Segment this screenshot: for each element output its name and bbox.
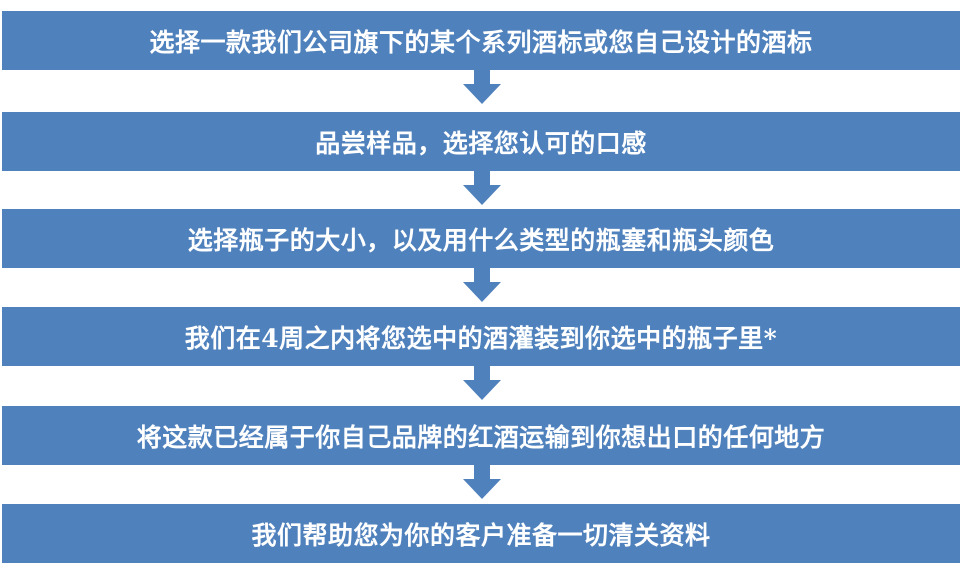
step-3-box: 选择瓶子的大小，以及用什么类型的瓶塞和瓶头颜色 — [2, 209, 960, 268]
step-6-label: 我们帮助您为你的客户准备一切清关资料 — [251, 520, 711, 550]
step-5-box: 将这款已经属于你自己品牌的红酒运输到你想出口的任何地方 — [2, 406, 960, 465]
step-1-box: 选择一款我们公司旗下的某个系列酒标或您自己设计的酒标 — [2, 11, 960, 70]
step-5-label: 将这款已经属于你自己品牌的红酒运输到你想出口的任何地方 — [136, 422, 826, 452]
step-6-box: 我们帮助您为你的客户准备一切清关资料 — [2, 504, 960, 563]
step-1-label: 选择一款我们公司旗下的某个系列酒标或您自己设计的酒标 — [149, 27, 813, 57]
step-4-label: 我们在4周之内将您选中的酒灌装到你选中的瓶子里* — [184, 323, 778, 353]
down-arrow-icon — [463, 70, 501, 104]
step-2-label: 品尝样品，选择您认可的口感 — [315, 128, 647, 158]
down-arrow-icon — [463, 171, 501, 205]
down-arrow-icon — [463, 465, 501, 499]
down-arrow-icon — [463, 268, 501, 302]
step-2-box: 品尝样品，选择您认可的口感 — [2, 112, 960, 171]
step-3-label: 选择瓶子的大小，以及用什么类型的瓶塞和瓶头颜色 — [187, 225, 775, 255]
down-arrow-icon — [463, 366, 501, 400]
step-4-box: 我们在4周之内将您选中的酒灌装到你选中的瓶子里* — [2, 307, 960, 366]
